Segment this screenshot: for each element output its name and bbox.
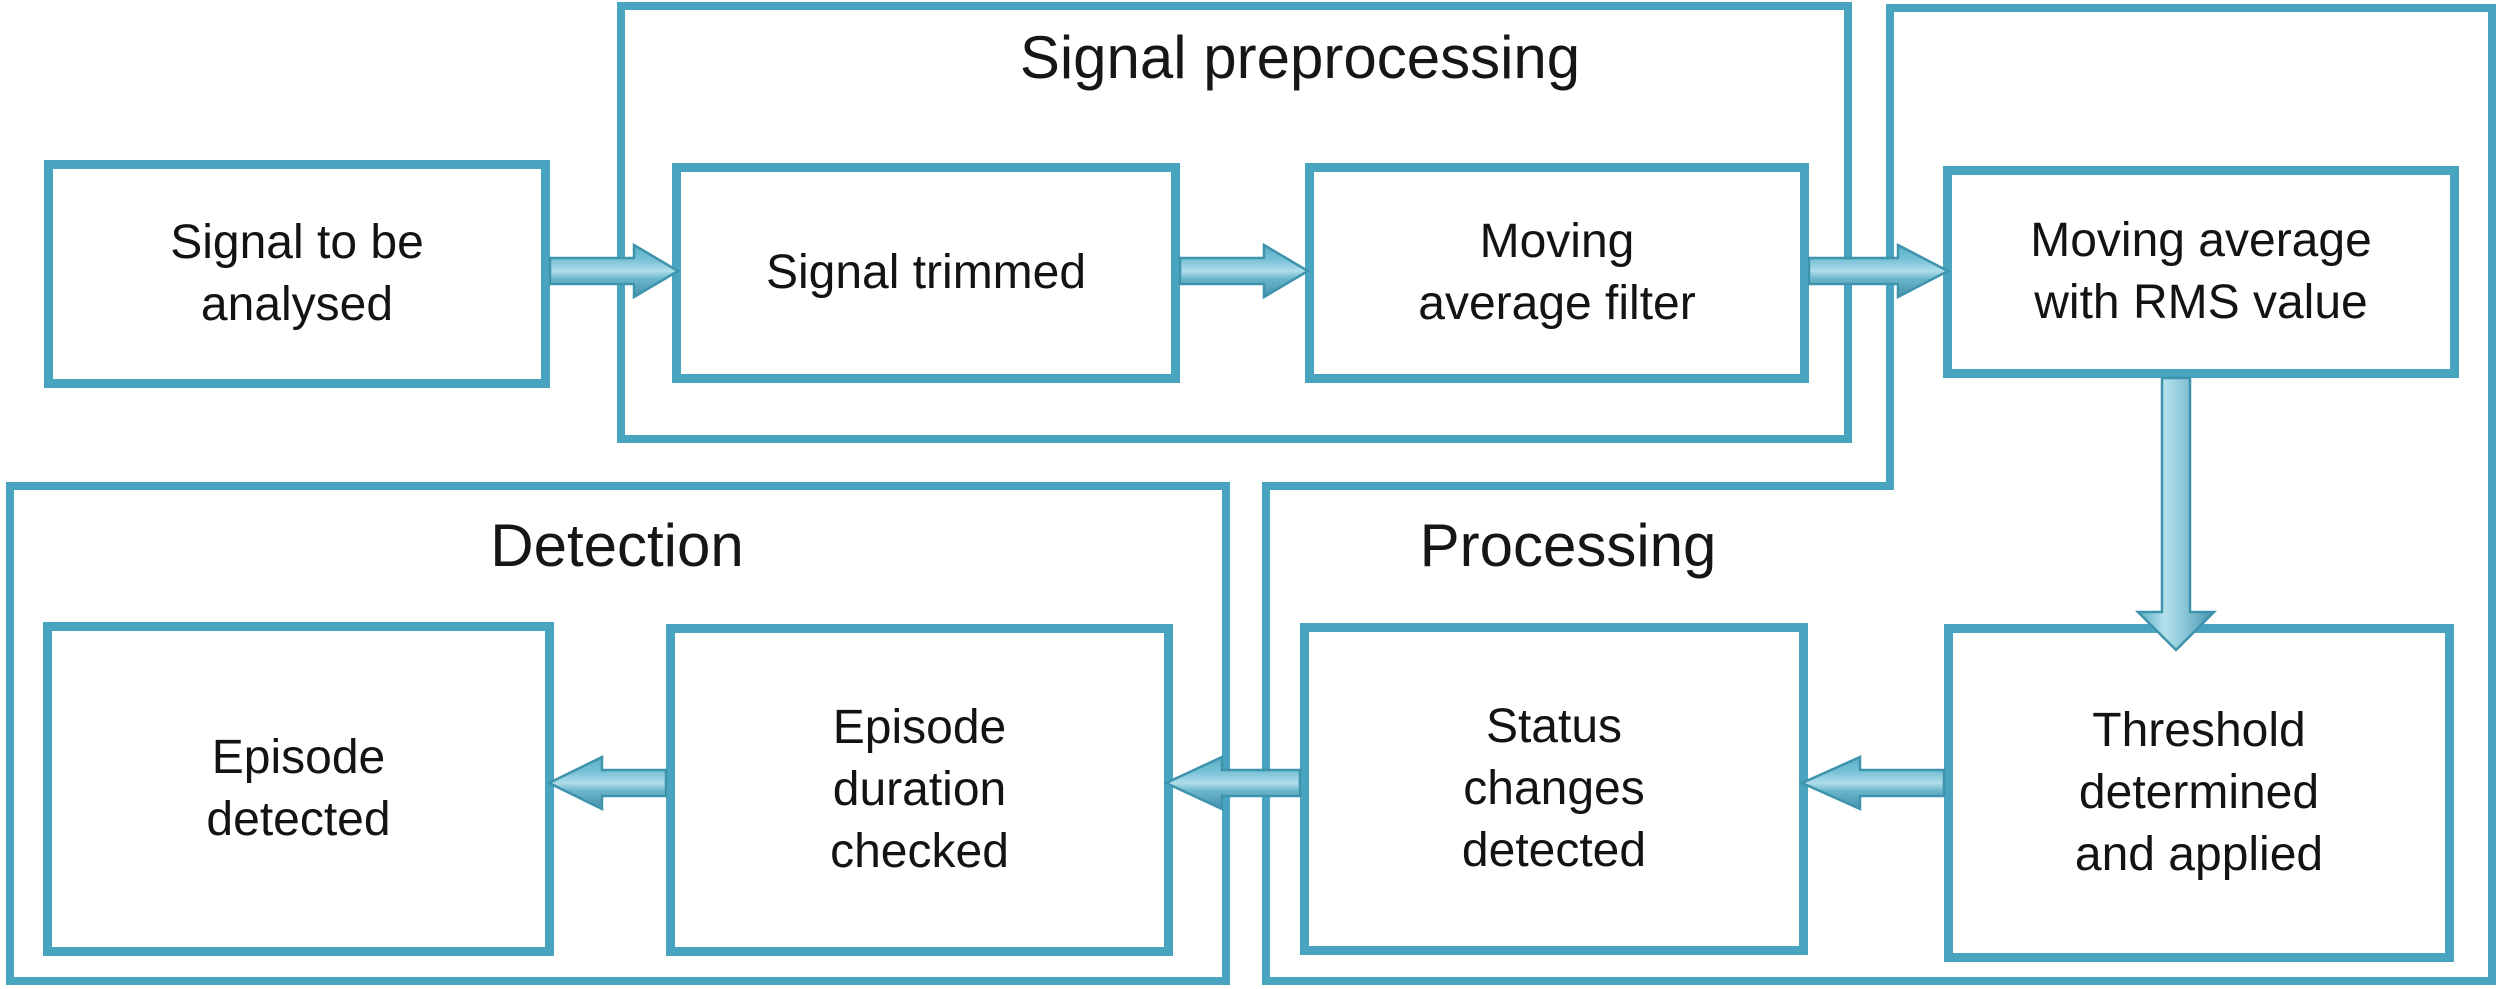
node-label: Episode duration checked <box>830 701 1009 878</box>
node-threshold-determined: Threshold determined and applied <box>1944 624 2454 962</box>
arrow-threshold-to-status <box>1798 755 1946 811</box>
node-label: Moving average with RMS value <box>2030 214 2372 329</box>
node-label: Signal trimmed <box>765 246 1087 299</box>
node-status-changes-detected: Status changes detected <box>1300 623 1808 955</box>
node-episode-detected: Episode detected <box>43 622 554 956</box>
node-label: Episode detected <box>206 731 391 846</box>
node-episode-duration-checked: Episode duration checked <box>666 624 1173 956</box>
node-moving-average-filter: Moving average filter <box>1305 163 1809 383</box>
node-label: Status changes detected <box>1461 700 1647 877</box>
arrow-trimmed-to-filter <box>1178 242 1311 300</box>
arrow-duration-to-detected <box>546 754 668 812</box>
node-label: Moving average filter <box>1418 215 1696 330</box>
arrow-signal-to-trimmed <box>548 242 681 300</box>
node-signal-to-be-analysed: Signal to be analysed <box>44 160 550 388</box>
arrow-rms-to-threshold <box>2134 376 2218 652</box>
node-signal-trimmed: Signal trimmed <box>672 163 1180 383</box>
node-label: Threshold determined and applied <box>2074 704 2324 881</box>
signal-preprocessing-title: Signal preprocessing <box>1019 24 1581 91</box>
node-label: Signal to be analysed <box>170 216 424 331</box>
detection-title: Detection <box>490 512 744 579</box>
arrow-status-to-duration <box>1163 755 1302 811</box>
arrow-filter-to-rms <box>1807 242 1951 300</box>
node-moving-average-rms: Moving average with RMS value <box>1943 166 2459 378</box>
processing-title: Processing <box>1419 512 1717 579</box>
